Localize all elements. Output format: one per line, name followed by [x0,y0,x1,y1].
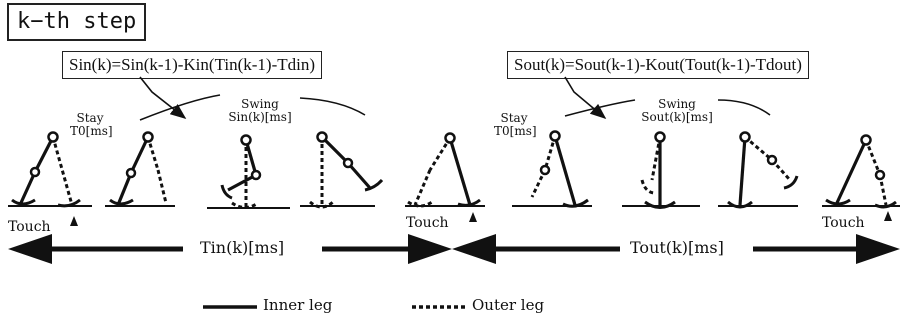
formula-outer-box: Sout(k)=Sout(k-1)-Kout(Tout(k-1)-Tdout) [507,51,809,79]
diagram-title: k−th step [7,3,147,41]
touch-marker-2 [469,212,477,222]
formula-inner-box: Sin(k)=Sin(k-1)-Kin(Tin(k-1)-Tdin) [62,51,322,79]
period-outer-label: Tout(k)[ms] [630,238,724,257]
leg-figure-4 [309,131,384,209]
leg-figure-1 [11,131,81,208]
formula-inner-pointer [139,76,187,119]
leg-figure-6 [530,130,589,208]
touch-label-2: Touch [406,215,449,231]
swing-arc-inner-1 [139,94,221,121]
leg-figure-5 [407,132,481,208]
swing-arc-outer-1 [564,99,636,117]
leg-figure-3 [220,134,262,209]
swing-arc-outer-2 [717,99,771,116]
period-inner-arrow [8,234,452,264]
leg-figure-7 [640,131,676,209]
legend-inner-label: Inner leg [263,296,333,314]
leg-figure-9 [825,134,897,209]
legend-outer-label: Outer leg [472,296,545,314]
formula-outer-pointer [564,76,607,120]
touch-label-3: Touch [822,215,865,231]
swing-arc-inner-2 [299,97,366,116]
touch-marker-3 [884,211,892,221]
period-inner-label: Tin(k)[ms] [200,238,285,257]
touch-marker-1 [70,216,78,226]
touch-label-1: Touch [8,219,51,235]
period-outer-arrow [452,234,900,264]
leg-figure-2 [109,131,168,206]
leg-figure-8 [727,131,799,209]
